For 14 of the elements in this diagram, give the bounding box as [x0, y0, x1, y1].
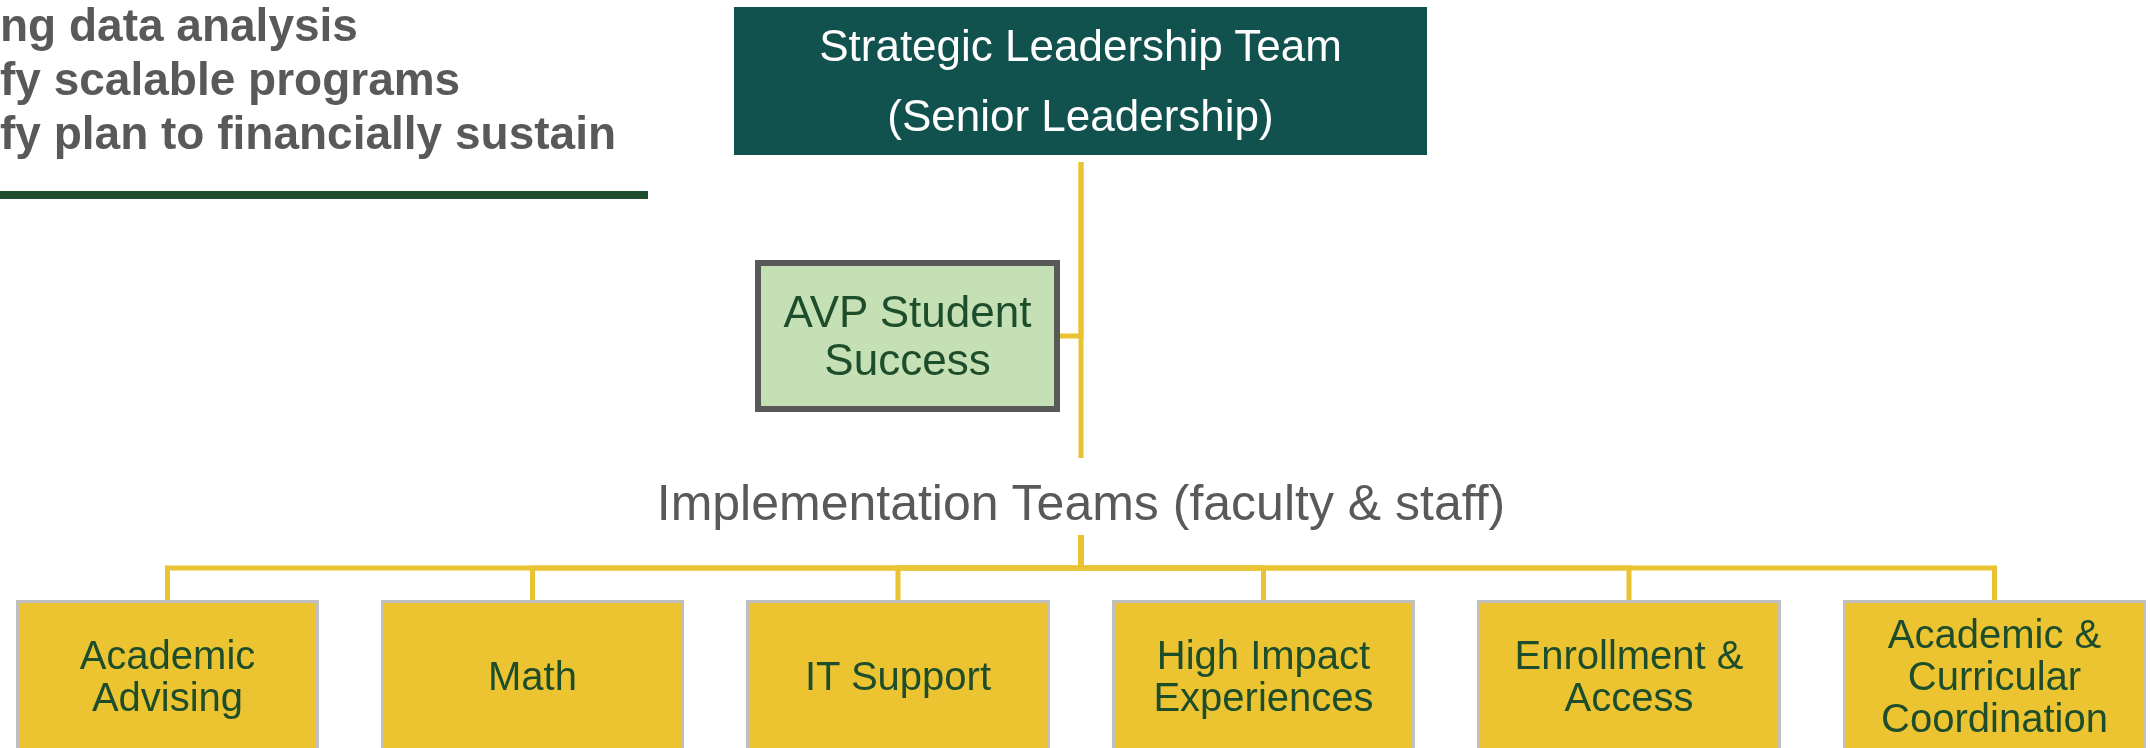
team-box: High Impact Experiences: [1112, 600, 1415, 748]
team-box: Academic Advising: [16, 600, 319, 748]
role-box: AVP Student Success: [755, 260, 1060, 412]
connector-line: [1078, 535, 1997, 600]
team-box: IT Support: [746, 600, 1050, 748]
objective-text: fy scalable programs: [0, 52, 461, 106]
objective-text: ng data analysis: [0, 0, 358, 52]
team-box: Enrollment & Access: [1477, 600, 1781, 748]
team-box: Academic & Curricular Coordination: [1843, 600, 2146, 748]
connector-line: [1078, 162, 1084, 458]
group-heading: Implementation Teams (faculty & staff): [656, 473, 1506, 532]
team-box: Math: [381, 600, 684, 748]
objective-text: fy plan to financially sustain: [0, 106, 616, 160]
leadership-box: Strategic Leadership Team (Senior Leadership): [734, 7, 1427, 155]
